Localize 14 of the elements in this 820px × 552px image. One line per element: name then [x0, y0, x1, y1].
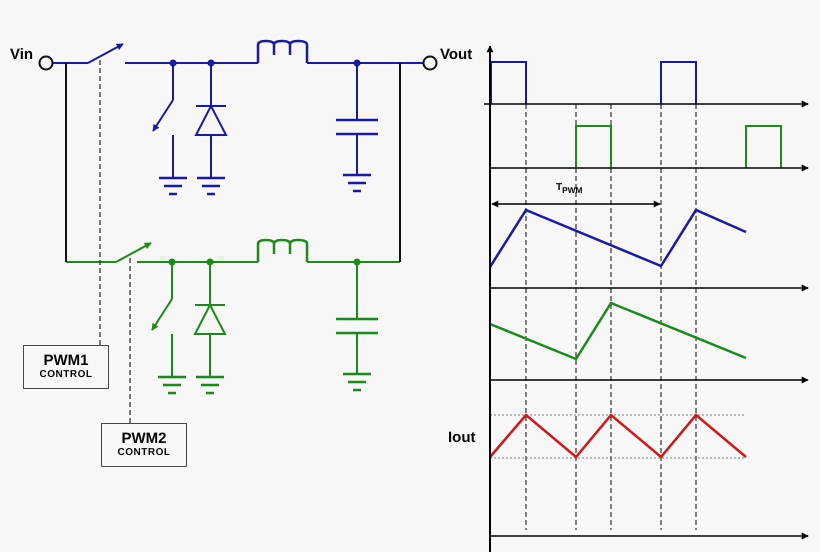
switch-symbol	[116, 242, 152, 263]
box-title: PWM2	[122, 430, 166, 448]
terminal-label: Vin	[10, 47, 34, 62]
control-line	[129, 256, 131, 423]
control-box	[23, 345, 109, 389]
control-line	[99, 58, 101, 345]
box-subtitle: CONTROL	[40, 369, 92, 382]
switch-symbol	[88, 43, 124, 64]
period-label: T$_{PWM}$	[556, 183, 582, 194]
box-subtitle: CONTROL	[118, 447, 170, 460]
box-title: PWM1	[44, 352, 88, 370]
axis-label: Iout	[448, 430, 476, 445]
terminal-label: Vout	[440, 47, 472, 62]
control-box	[101, 423, 187, 467]
